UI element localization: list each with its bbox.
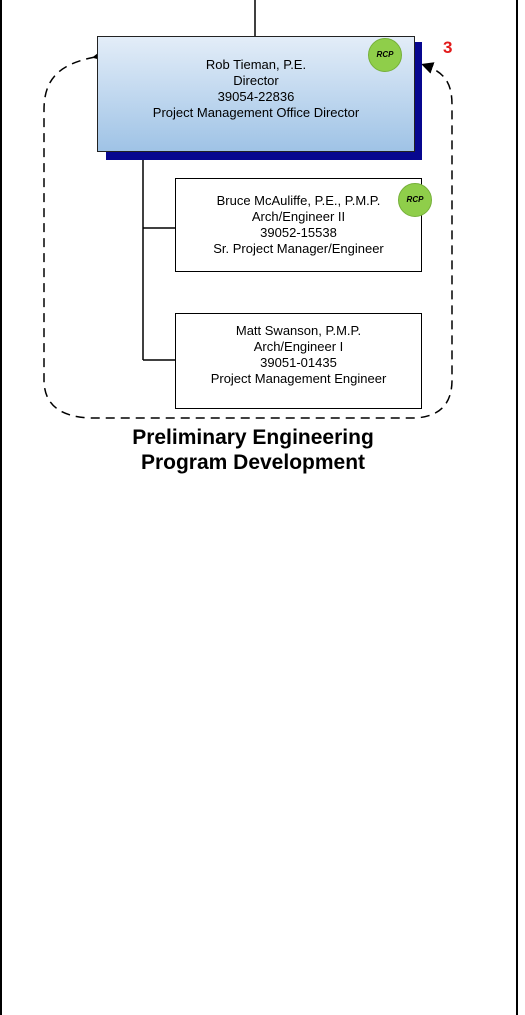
staff-box-project-management-engineer[interactable]: Matt Swanson, P.M.P. Arch/Engineer I 390… — [175, 313, 422, 409]
group-caption: Preliminary Engineering Program Developm… — [90, 425, 416, 475]
staff-2-name: Matt Swanson, P.M.P. — [235, 323, 362, 338]
staff-box-sr-project-manager[interactable]: Bruce McAuliffe, P.E., P.M.P. Arch/Engin… — [175, 178, 422, 272]
group-caption-line-2: Program Development — [140, 451, 366, 474]
staff-1-rcp-badge: RCP — [398, 183, 432, 217]
director-role: Project Management Office Director — [152, 105, 360, 120]
group-boundary — [43, 49, 453, 419]
staff-1-position-number: 39052-15538 — [260, 225, 337, 240]
group-caption-line-1: Preliminary Engineering — [132, 426, 374, 449]
page-border-left — [0, 0, 2, 1015]
director-number-label: 3 — [443, 38, 453, 57]
staff-2-position-number: 39051-01435 — [260, 355, 337, 370]
staff-2-title: Arch/Engineer I — [253, 339, 344, 354]
director-rcp-badge: RCP — [368, 38, 402, 72]
staff-1-title: Arch/Engineer II — [251, 209, 346, 224]
director-box[interactable]: Rob Tieman, P.E. Director 39054-22836 Pr… — [97, 36, 415, 152]
staff-2-role: Project Management Engineer — [210, 371, 387, 386]
director-position-number: 39054-22836 — [217, 89, 295, 104]
page-border-right — [516, 0, 518, 1015]
staff-1-role: Sr. Project Manager/Engineer — [213, 241, 384, 256]
director-name: Rob Tieman, P.E. — [205, 57, 307, 72]
director-title: Director — [233, 73, 279, 88]
staff-1-name: Bruce McAuliffe, P.E., P.M.P. — [216, 193, 381, 208]
